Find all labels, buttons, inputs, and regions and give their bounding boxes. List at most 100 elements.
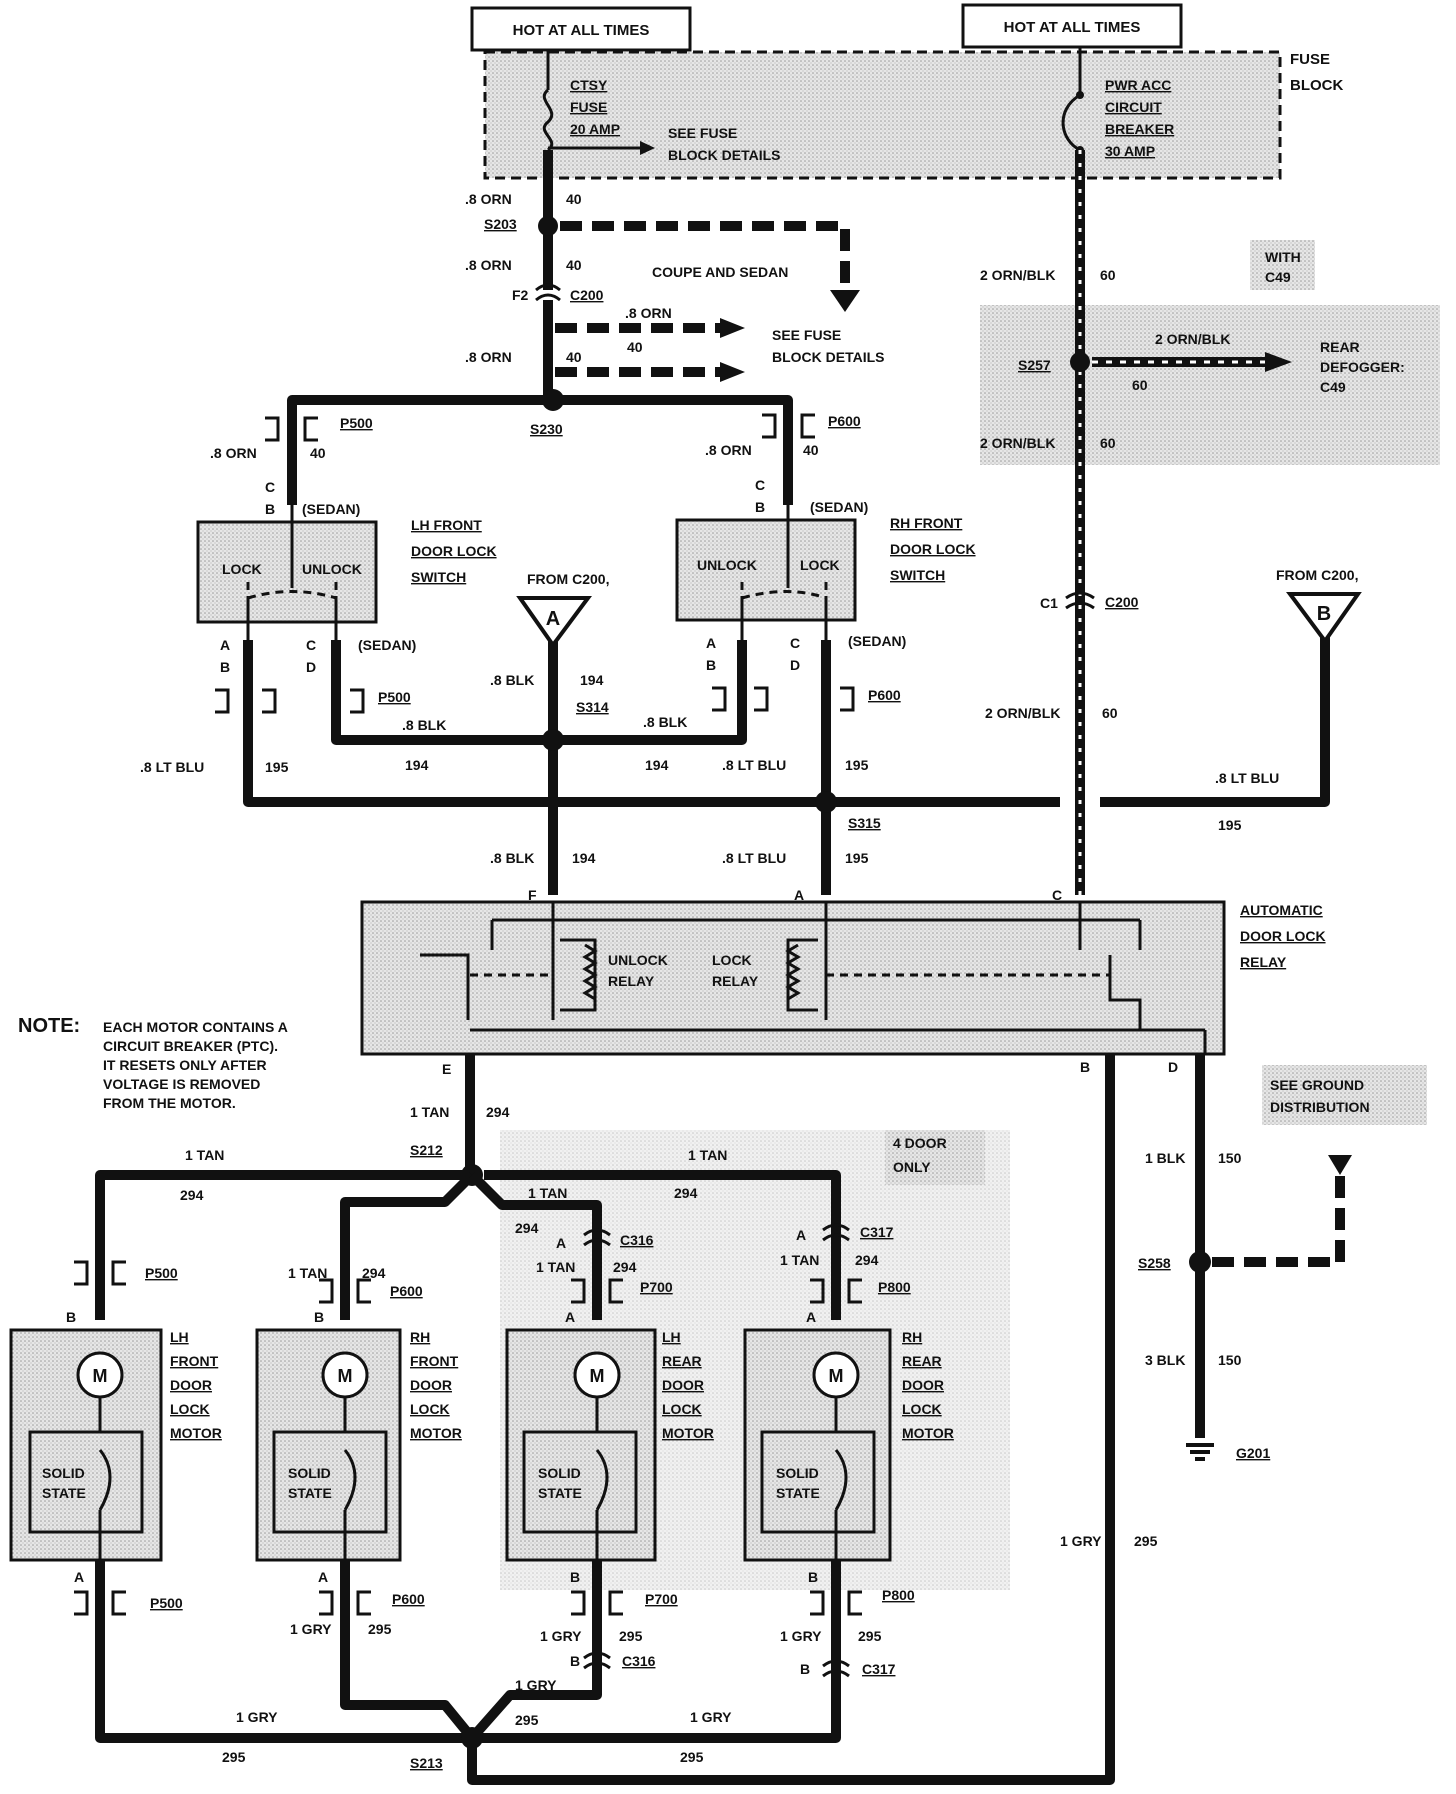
rh-front-motor-title-2: FRONT [410,1353,459,1369]
relay-pin-e: E [442,1061,451,1077]
s230-label: S230 [530,421,563,437]
rear-defogger-arrow [1265,352,1292,372]
rh-switch-leads [740,598,828,640]
blk-label-ground-2: 3 BLK [1145,1352,1185,1368]
blk-wire-lh [331,640,747,745]
four-door-label-2: ONLY [893,1159,931,1175]
orn-label-lh: .8 ORN [210,445,257,461]
blk-150-ground-1: 150 [1218,1150,1242,1166]
lh-switch-pin-b: B [265,501,275,517]
unlock-relay-label-1: UNLOCK [608,952,668,968]
lh-switch-unlock-label: UNLOCK [302,561,362,577]
gry-label-rh-front: 1 GRY [290,1621,332,1637]
rh-switch-pin-c: C [755,477,765,493]
p600-motor-upper-label: P600 [390,1283,423,1299]
rh-front-motor-pin-a: A [318,1569,328,1585]
gry-label-rh-rear-2: 1 GRY [690,1709,732,1725]
ground-distribution-arrow [1328,1155,1352,1175]
lh-front-motor-pin-a: A [74,1569,84,1585]
s257-splice [1070,352,1090,372]
rh-front-motor-title-4: LOCK [410,1401,450,1417]
c49-label-zone [1250,240,1315,290]
s315-label: S315 [848,815,881,831]
lh-switch-contacts [246,582,338,600]
rh-rear-motor-title-5: MOTOR [902,1425,954,1441]
tan-label-rh-rear: 1 TAN [780,1252,819,1268]
ltblu-wire-lh [243,640,1060,807]
tan-294-lh-rear: 294 [613,1259,637,1275]
rh-front-solid-state [272,1430,388,1534]
rh-switch-pin-b: B [755,499,765,515]
s203-splice [538,216,558,236]
from-c200-label-a: FROM C200, [527,571,609,587]
c316-pin-a-top: A [556,1235,566,1251]
blk-194-rh: 194 [645,757,669,773]
c317-label-top: C317 [860,1224,894,1240]
lh-front-motor-pin-b: B [66,1309,76,1325]
relay-title-2: DOOR LOCK [1240,928,1326,944]
orn-label-3: .8 ORN [465,349,512,365]
tan-to-lh-rear-motor [468,1171,602,1320]
p600-label-mid: P600 [868,687,901,703]
lh-front-door-lock-motor: M SOLID STATE [9,1328,163,1562]
lh-rear-motor-symbol: M [590,1366,605,1386]
rh-front-motor-pin-b: B [314,1309,324,1325]
c200-label-right: C200 [1105,594,1139,610]
lh-switch-leads [246,598,338,640]
c317-connector-top-icon [822,1223,850,1242]
ltblu-195-lh: 195 [265,759,289,775]
relay-pin-b: B [1080,1059,1090,1075]
gry-label-lh-rear: 1 GRY [540,1628,582,1644]
lh-front-motor-title-1: LH [170,1329,189,1345]
blk-194-trianglea: 194 [580,672,604,688]
relay-internal-wiring [420,902,1207,1055]
coupe-sedan-arrow [830,290,860,312]
ctsy-fuse-icon [542,88,554,152]
lh-front-motor-symbol: M [93,1366,108,1386]
g201-label: G201 [1236,1445,1270,1461]
hot-at-all-times-box-2 [961,3,1183,49]
gry-wire-rh-front [340,1560,476,1742]
p700-motor-lower-icon [571,1590,623,1616]
s314-splice [542,729,564,751]
orn-label-rh: .8 ORN [705,442,752,458]
gry-wire-lh-rear [468,1560,602,1742]
orn-blk-label-3: 2 ORN/BLK [985,705,1060,721]
lh-switch-title-1: LH FRONT [411,517,482,533]
rh-switch-unlock-label: UNLOCK [697,557,757,573]
rh-rear-motor-title-1: RH [902,1329,922,1345]
see-fuse-block-details-1: SEE FUSE [668,125,737,141]
lh-pin-b2: B [220,659,230,675]
see-ground-label-1: SEE GROUND [1270,1077,1364,1093]
lh-switch-pin-c: C [265,479,275,495]
rh-rear-motor-title-2: REAR [902,1353,942,1369]
tan-to-rh-front-motor [340,1171,476,1320]
rh-switch-contacts [740,582,828,600]
orn-blk-60-label-3: 60 [1102,705,1118,721]
rh-pin-c2: C [790,635,800,651]
rh-switch-lock-label: LOCK [800,557,840,573]
p800-motor-lower-icon [810,1590,862,1616]
lh-switch-title-3: SWITCH [411,569,466,585]
blk-194-lh: 194 [405,757,429,773]
orn-to-lh-switch [287,395,553,505]
p600-motor-upper-icon [319,1278,371,1304]
orn-40-rh: 40 [803,442,819,458]
four-door-label-1: 4 DOOR [893,1135,947,1151]
c316-label-top: C316 [620,1232,654,1248]
s203-coupe-sedan-branch [560,221,850,290]
rh-switch-title-2: DOOR LOCK [890,541,976,557]
p600-label-upper: P600 [828,413,861,429]
c316-connector-top-icon [583,1228,611,1247]
rh-front-motor-title-5: MOTOR [410,1425,462,1441]
lh-front-solid-state-2: STATE [42,1485,86,1501]
breaker-terminal-top [1076,91,1084,99]
fuse-block-label: FUSE [1290,51,1330,68]
lh-pin-c2: C [306,637,316,653]
c1-pin-label: C1 [1040,595,1058,611]
rh-front-solid-state-2: STATE [288,1485,332,1501]
orn-40-label-2: 40 [566,257,582,273]
rh-front-motor-symbol: M [338,1366,353,1386]
rh-rear-motor-title-3: DOOR [902,1377,944,1393]
lh-front-motor-title-5: MOTOR [170,1425,222,1441]
